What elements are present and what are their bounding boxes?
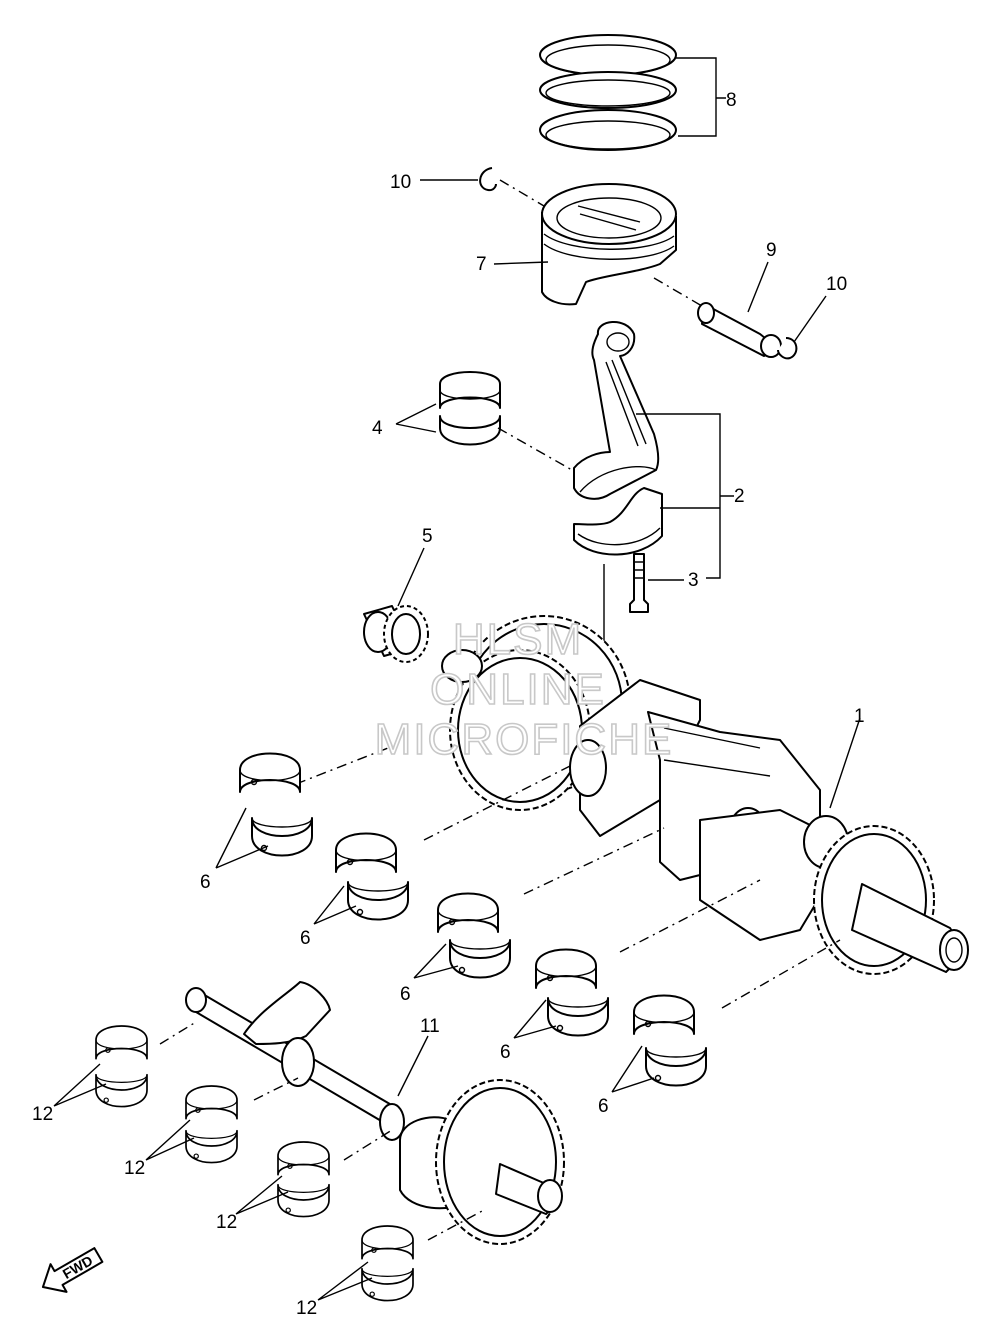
watermark-line-3: MICROFICHE: [375, 715, 674, 764]
callout-7: 7: [476, 254, 487, 275]
callout-12-c: 12: [216, 1212, 237, 1233]
balancer-bearing-set-2: [185, 1085, 238, 1164]
forward-arrow-icon: FWD: [41, 1247, 104, 1293]
balancer-bearing-set-4: [361, 1225, 414, 1302]
callout-10-lower: 10: [826, 274, 847, 295]
main-bearing-set-3: [437, 892, 511, 979]
callout-1: 1: [854, 706, 865, 727]
circlip-upper: [479, 167, 497, 192]
callout-12-b: 12: [124, 1158, 145, 1179]
watermark-line-2: ONLINE: [430, 665, 606, 714]
gear-bearing: [363, 605, 429, 663]
callout-6-b: 6: [300, 928, 311, 949]
callout-2: 2: [734, 486, 745, 507]
callout-11: 11: [420, 1016, 440, 1037]
callout-6-c: 6: [400, 984, 411, 1005]
callout-12-d: 12: [296, 1298, 317, 1319]
callout-5: 5: [422, 526, 433, 547]
main-bearing-set-5: [633, 994, 707, 1087]
callout-12-a: 12: [32, 1104, 53, 1125]
main-bearing-set-2: [335, 832, 409, 921]
callout-9: 9: [766, 240, 777, 261]
watermark-line-1: HLSM: [453, 615, 583, 664]
callout-6-d: 6: [500, 1042, 511, 1063]
callout-4: 4: [372, 418, 383, 439]
callout-10-upper: 10: [390, 172, 411, 193]
conrod-bearing-lower: [439, 415, 501, 446]
main-bearing-set-4: [535, 948, 609, 1037]
piston: [541, 183, 677, 306]
conrod-bearing-upper: [439, 371, 501, 409]
callout-6-a: 6: [200, 872, 211, 893]
balancer-bearing-set-3: [277, 1141, 330, 1218]
crankshaft: [441, 615, 969, 975]
callout-6-e: 6: [598, 1096, 609, 1117]
conrod-bolt: [629, 553, 649, 613]
balancer-shaft: [185, 981, 565, 1245]
watermark: HLSM ONLINE MICROFICHE: [374, 614, 674, 765]
main-bearing-set-1: [239, 752, 313, 857]
piston-rings: [539, 34, 677, 151]
balancer-bearing-set-1: [95, 1025, 148, 1108]
piston-pin: [697, 302, 782, 358]
callout-3: 3: [688, 570, 699, 591]
callout-8: 8: [726, 90, 737, 111]
connecting-rod: [573, 320, 663, 556]
